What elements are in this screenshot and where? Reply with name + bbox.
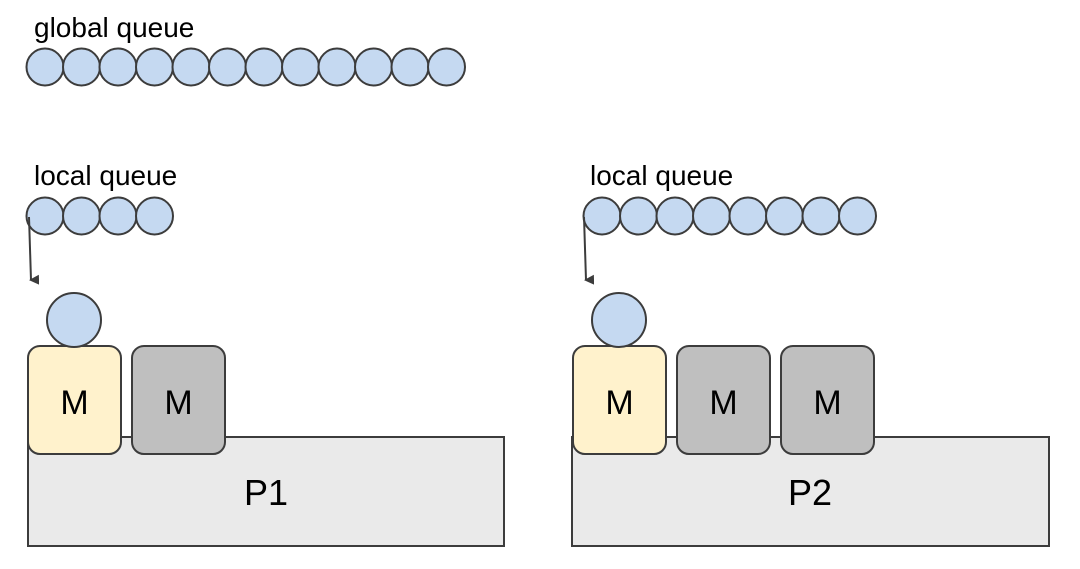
global-queue-goroutine bbox=[390, 47, 430, 87]
processor-box-p2 bbox=[571, 436, 1050, 547]
running-goroutine-p2 bbox=[591, 292, 647, 348]
local-queue-p2 bbox=[582, 196, 877, 236]
global-queue-goroutine bbox=[427, 47, 466, 87]
local-queue-label-p1: local queue bbox=[34, 160, 177, 191]
global-queue-label: global queue bbox=[34, 12, 194, 43]
local-queue-p1-goroutine bbox=[25, 196, 65, 236]
local-queue-p2-goroutine bbox=[728, 196, 768, 236]
processor-p2: local queue P2 M M M bbox=[571, 160, 1050, 547]
local-queue-p2-goroutine bbox=[801, 196, 841, 236]
local-queue-p2-goroutine bbox=[765, 196, 804, 236]
dequeue-arrow-p2 bbox=[583, 216, 595, 285]
global-queue-goroutine bbox=[317, 47, 357, 87]
machine-label: M bbox=[60, 384, 88, 422]
dequeue-arrow-p1 bbox=[28, 216, 40, 285]
machine-idle-box bbox=[131, 345, 226, 455]
machine-idle-box bbox=[676, 345, 771, 455]
local-queue-label-p2: local queue bbox=[590, 160, 733, 191]
processor-box-p1 bbox=[27, 436, 505, 547]
global-queue-goroutine bbox=[135, 47, 174, 87]
machine-label: M bbox=[813, 384, 841, 422]
global-queue-goroutine bbox=[281, 47, 320, 87]
machine-label: M bbox=[709, 384, 737, 422]
global-queue-goroutine bbox=[244, 47, 284, 87]
local-queue-p1-goroutine bbox=[135, 196, 174, 236]
local-queue-p2-goroutine bbox=[619, 196, 658, 236]
machine-label: M bbox=[605, 384, 633, 422]
global-queue-goroutine bbox=[354, 47, 393, 87]
global-queue-goroutine bbox=[171, 47, 211, 87]
processor-label-p2: P2 bbox=[788, 472, 832, 513]
global-queue-goroutine bbox=[98, 47, 138, 87]
machine-idle-box bbox=[780, 345, 875, 455]
global-queue-goroutine bbox=[208, 47, 247, 87]
local-queue-p1-goroutine bbox=[98, 196, 138, 236]
local-queue-p1 bbox=[25, 196, 174, 236]
local-queue-p1-goroutine bbox=[62, 196, 101, 236]
global-queue-goroutine bbox=[25, 47, 65, 87]
local-queue-p2-goroutine bbox=[838, 196, 877, 236]
machine-label: M bbox=[164, 384, 192, 422]
processor-label-p1: P1 bbox=[244, 472, 288, 513]
running-goroutine-p1 bbox=[46, 292, 102, 348]
global-queue-goroutine bbox=[62, 47, 101, 87]
local-queue-p2-goroutine bbox=[582, 196, 622, 236]
global-queue bbox=[25, 47, 466, 87]
local-queue-p2-goroutine bbox=[655, 196, 695, 236]
local-queue-p2-goroutine bbox=[692, 196, 731, 236]
